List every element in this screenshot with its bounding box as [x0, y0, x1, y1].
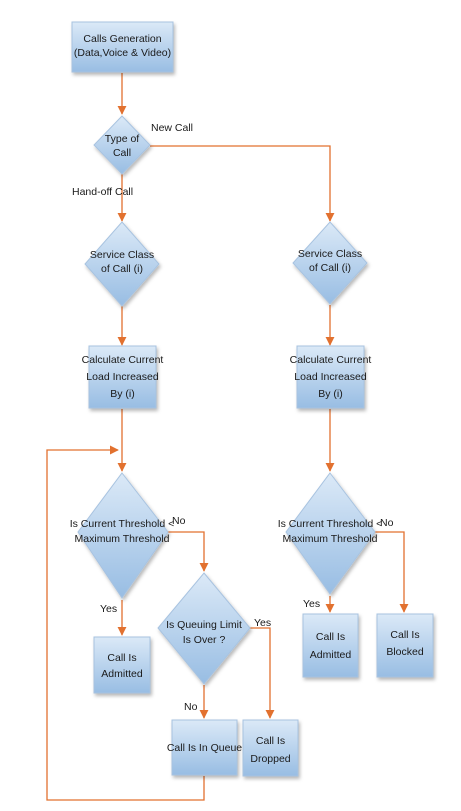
queuing-limit-line-2: Is Over ?	[183, 634, 226, 646]
calc-load-left-box: Calculate Current Load Increased By (i)	[82, 345, 164, 409]
calls-generation-box: Calls Generation (Data,Voice & Video)	[71, 21, 174, 73]
edge-threshold-no-to-queuing	[168, 531, 209, 572]
label-handoff-call: Hand-off Call	[72, 186, 133, 198]
label-new-call: New Call	[151, 122, 193, 134]
calc-load-right-line-1: Calculate Current	[290, 354, 372, 366]
admitted-left-box: Call Is Admitted	[93, 636, 151, 694]
edge-type-to-right-service	[150, 145, 335, 222]
calls-generation-line-1: Calls Generation	[83, 33, 161, 45]
dropped-box: Call Is Dropped	[242, 719, 299, 777]
in-queue-line-1: Call Is In Queue	[167, 742, 242, 754]
edge-queuing-yes-to-dropped	[250, 627, 275, 719]
in-queue-box: Call Is In Queue	[167, 719, 242, 776]
label-yes-left: Yes	[100, 603, 117, 615]
label-no-right: No	[380, 517, 394, 529]
blocked-line-2: Blocked	[386, 646, 424, 658]
type-of-call-line-2: Call	[113, 147, 131, 159]
calc-load-left-line-2: Load Increased	[86, 371, 159, 383]
service-class-left-diamond: Service Class of Call (i)	[84, 221, 160, 307]
dropped-line-1: Call Is	[256, 735, 285, 747]
service-class-left-line-1: Service Class	[90, 249, 154, 261]
queuing-limit-diamond: Is Queuing Limit Is Over ?	[157, 572, 251, 685]
threshold-right-diamond: Is Current Threshold < Maximum Threshold	[278, 472, 383, 595]
calc-load-left-line-1: Calculate Current	[82, 354, 164, 366]
label-no-queue: No	[184, 701, 198, 713]
threshold-right-line-1: Is Current Threshold <	[278, 518, 383, 530]
calls-generation-line-2: (Data,Voice & Video)	[74, 47, 171, 59]
type-of-call-line-1: Type of	[105, 133, 140, 145]
threshold-right-line-2: Maximum Threshold	[283, 533, 378, 545]
edge-queue-loop-back	[46, 445, 205, 801]
blocked-box: Call Is Blocked	[376, 613, 434, 678]
calc-load-left-line-3: By (i)	[110, 388, 135, 400]
service-class-right-line-2: of Call (i)	[309, 262, 351, 274]
admitted-left-line-1: Call Is	[107, 652, 136, 664]
admitted-right-line-2: Admitted	[310, 649, 352, 661]
dropped-line-2: Dropped	[250, 753, 290, 765]
label-no-left: No	[172, 515, 186, 527]
threshold-left-line-2: Maximum Threshold	[75, 533, 170, 545]
service-class-right-diamond: Service Class of Call (i)	[292, 221, 368, 305]
calc-load-right-line-2: Load Increased	[294, 371, 367, 383]
threshold-left-diamond: Is Current Threshold < Maximum Threshold	[70, 472, 175, 599]
label-yes-right: Yes	[303, 598, 320, 610]
admitted-right-line-1: Call Is	[316, 631, 345, 643]
admitted-right-box: Call Is Admitted	[302, 613, 359, 678]
admitted-left-line-2: Admitted	[101, 668, 143, 680]
service-class-left-line-2: of Call (i)	[101, 263, 143, 275]
calc-load-right-box: Calculate Current Load Increased By (i)	[290, 345, 372, 409]
threshold-left-line-1: Is Current Threshold <	[70, 518, 175, 530]
type-of-call-diamond: Type of Call	[93, 115, 151, 175]
calc-load-right-line-3: By (i)	[318, 388, 343, 400]
queuing-limit-line-1: Is Queuing Limit	[166, 619, 242, 631]
edge-right-threshold-no-to-blocked	[375, 531, 409, 613]
service-class-right-line-1: Service Class	[298, 248, 362, 260]
label-yes-queue: Yes	[254, 617, 271, 629]
blocked-line-1: Call Is	[390, 629, 419, 641]
